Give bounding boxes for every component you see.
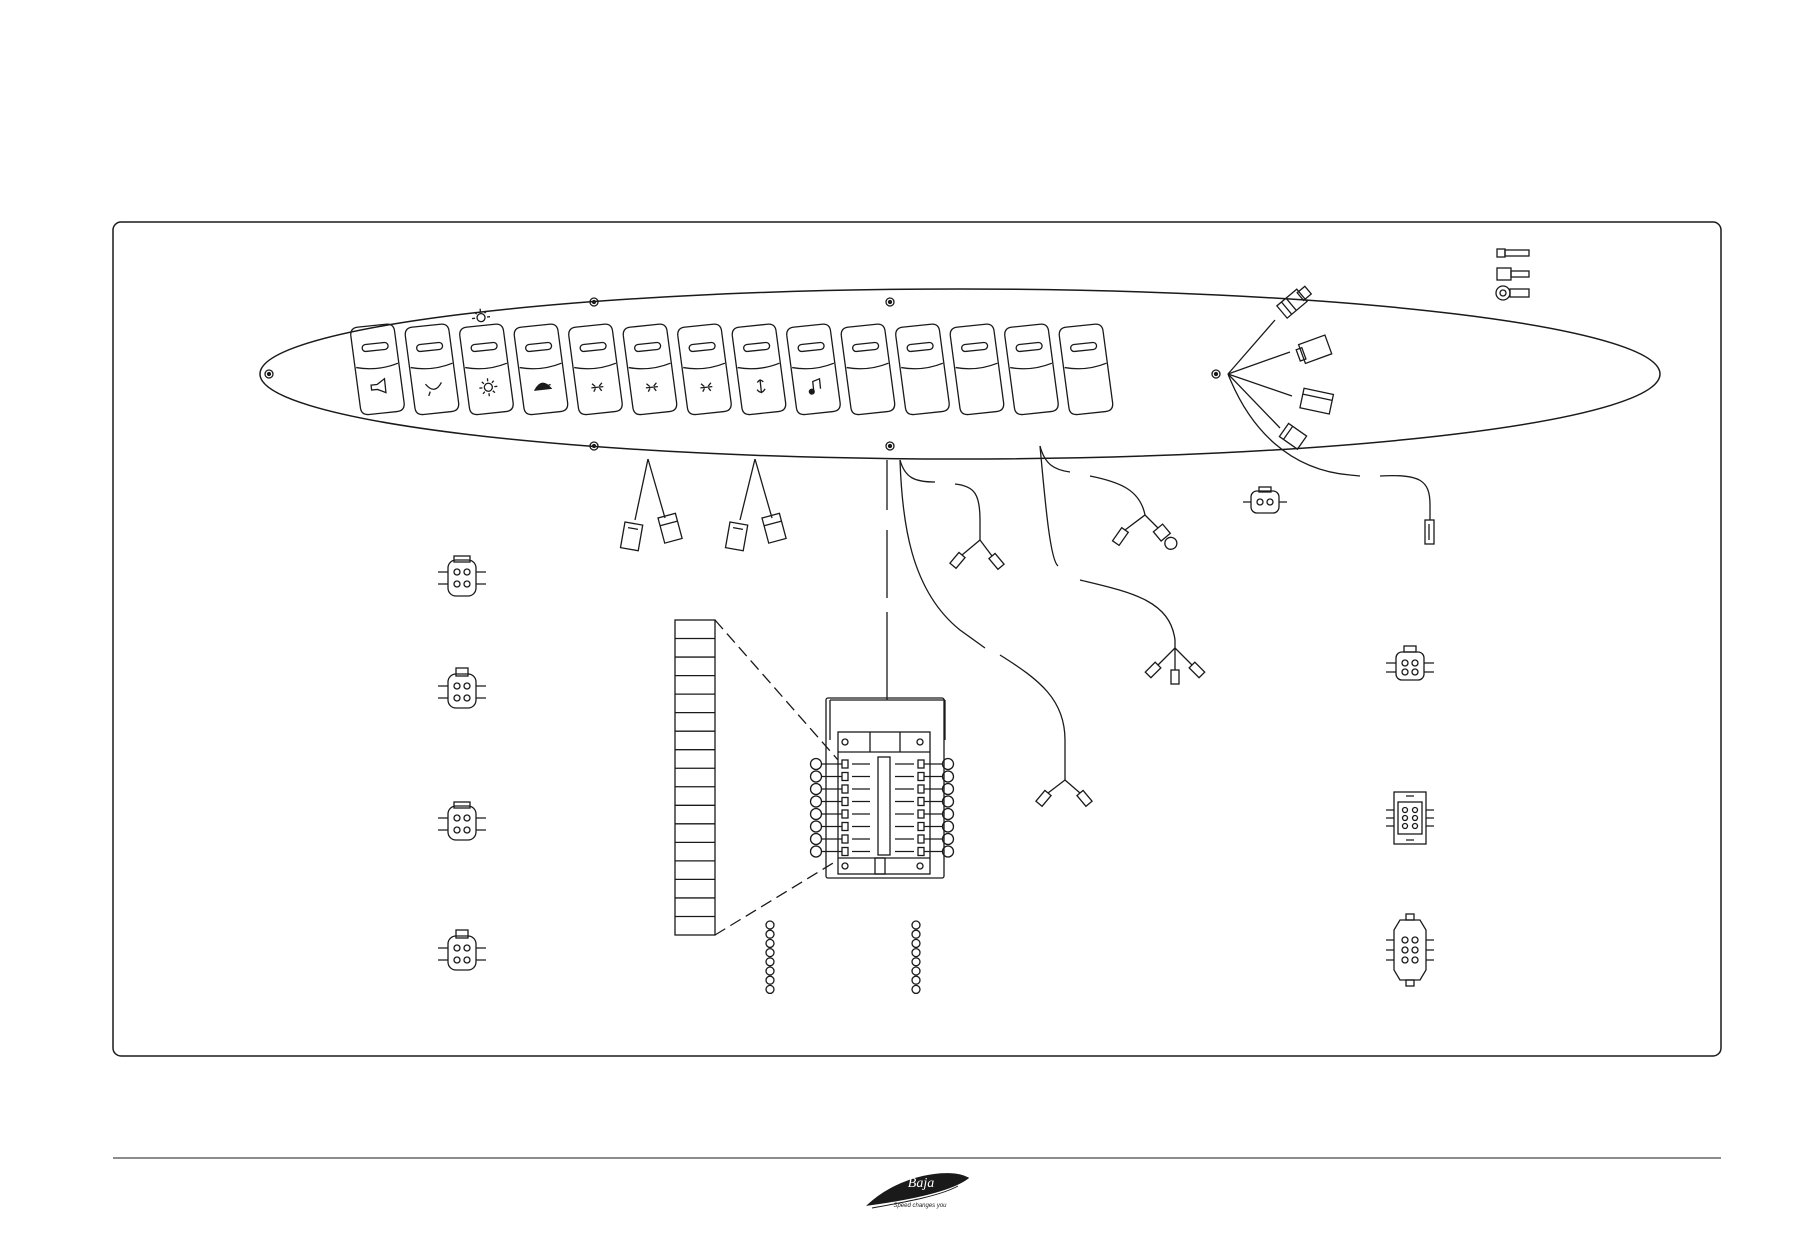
bead bbox=[766, 921, 774, 929]
spade-connector bbox=[1279, 423, 1306, 449]
courtesy-light-icon bbox=[591, 383, 604, 392]
fuse-slot bbox=[842, 798, 848, 806]
courtesy-light-icon bbox=[700, 383, 713, 392]
connector-right-2 bbox=[1386, 792, 1434, 844]
bead-column-2 bbox=[912, 921, 920, 993]
rocker-switch-13 bbox=[1004, 323, 1059, 415]
bead bbox=[766, 949, 774, 957]
pin-connector bbox=[1425, 520, 1434, 544]
bead bbox=[912, 949, 920, 957]
bead bbox=[912, 921, 920, 929]
rocker-switch-5 bbox=[568, 323, 623, 415]
fuse-slot bbox=[918, 823, 924, 831]
terminal-ring bbox=[811, 834, 822, 845]
panel-screws bbox=[265, 298, 1220, 450]
ring-terminal-group bbox=[1040, 446, 1179, 552]
fuse-slot bbox=[842, 773, 848, 781]
rocker-switch-7 bbox=[677, 323, 732, 415]
rocker-switch-6 bbox=[623, 323, 678, 415]
brand-tagline: Speed changes you bbox=[860, 1203, 980, 1209]
connector-left-2 bbox=[438, 668, 486, 708]
bead bbox=[912, 967, 920, 975]
bead-column-1 bbox=[766, 921, 774, 993]
horn-icon bbox=[371, 379, 386, 394]
terminal-ring bbox=[811, 784, 822, 795]
courtesy-light-icon bbox=[645, 383, 658, 392]
terminal-bead-columns bbox=[766, 921, 920, 993]
terminal-legend bbox=[1496, 249, 1529, 300]
connector-right-small bbox=[1243, 487, 1287, 513]
fuse-block bbox=[811, 698, 954, 878]
fuse-slot bbox=[842, 760, 848, 768]
fuse-slot bbox=[918, 785, 924, 793]
fuse-slot bbox=[918, 835, 924, 843]
bead bbox=[912, 985, 920, 993]
fuse-slot bbox=[918, 798, 924, 806]
fuse-slot bbox=[842, 823, 848, 831]
spade-connector bbox=[1295, 335, 1332, 365]
triple-splitter bbox=[1040, 446, 1205, 684]
connector-left-3 bbox=[438, 802, 486, 840]
butt-connector-symbol bbox=[1497, 249, 1529, 257]
bead bbox=[766, 958, 774, 966]
switch-panel-plate bbox=[260, 289, 1660, 459]
bead bbox=[766, 967, 774, 975]
terminal-ring bbox=[811, 846, 822, 857]
fuse-label-strip bbox=[675, 620, 838, 935]
bead bbox=[912, 939, 920, 947]
bead bbox=[912, 976, 920, 984]
rocker-switch-1 bbox=[350, 323, 405, 415]
spade-terminal-symbol bbox=[1497, 268, 1529, 280]
bead bbox=[766, 985, 774, 993]
spade-pair-middle bbox=[725, 459, 786, 551]
terminal-ring bbox=[811, 809, 822, 820]
connector-left-1 bbox=[438, 556, 486, 596]
connector-right-1 bbox=[1386, 646, 1434, 680]
connector-left-4 bbox=[438, 930, 486, 970]
rocker-switch-2 bbox=[405, 323, 460, 415]
bead bbox=[766, 976, 774, 984]
terminal-ring bbox=[811, 771, 822, 782]
stereo-icon bbox=[808, 379, 821, 395]
rocker-switch-12 bbox=[950, 323, 1005, 415]
bilge-icon bbox=[425, 382, 442, 396]
blower-icon bbox=[534, 382, 551, 390]
terminal-ring bbox=[811, 759, 822, 770]
fuse-slots bbox=[811, 759, 954, 858]
y-splitter-upper bbox=[900, 460, 1004, 569]
fuse-slot bbox=[842, 835, 848, 843]
rocker-switches bbox=[350, 306, 1113, 415]
bead bbox=[912, 958, 920, 966]
bead bbox=[766, 930, 774, 938]
switch-panel bbox=[260, 289, 1660, 459]
spade-pair-left bbox=[620, 459, 682, 551]
terminal-ring bbox=[811, 821, 822, 832]
rocker-switch-4 bbox=[514, 323, 569, 415]
rocker-switch-14 bbox=[1059, 323, 1114, 415]
fuse-slot bbox=[918, 848, 924, 856]
fuse-slot bbox=[918, 810, 924, 818]
ring-terminal-symbol bbox=[1496, 286, 1529, 300]
nav-light-icon bbox=[471, 308, 498, 397]
fuse-slot bbox=[918, 773, 924, 781]
fuse-slot bbox=[842, 785, 848, 793]
fuse-slot bbox=[842, 810, 848, 818]
rocker-switch-11 bbox=[895, 323, 950, 415]
bead bbox=[912, 930, 920, 938]
rocker-switch-10 bbox=[841, 323, 896, 415]
fuse-slot bbox=[918, 760, 924, 768]
terminal-ring bbox=[811, 796, 822, 807]
spade-connector bbox=[1277, 284, 1313, 318]
bead bbox=[766, 939, 774, 947]
rocker-switch-9 bbox=[786, 323, 841, 415]
fuse-slot bbox=[842, 848, 848, 856]
spade-connector bbox=[1300, 388, 1334, 414]
connector-right-3 bbox=[1386, 914, 1434, 986]
y-splitter-lower bbox=[900, 460, 1092, 806]
anchor-light-icon bbox=[756, 379, 765, 394]
rocker-switch-3 bbox=[457, 306, 514, 415]
brand-wordmark: Baja bbox=[886, 1176, 956, 1192]
rocker-switch-8 bbox=[732, 323, 787, 415]
